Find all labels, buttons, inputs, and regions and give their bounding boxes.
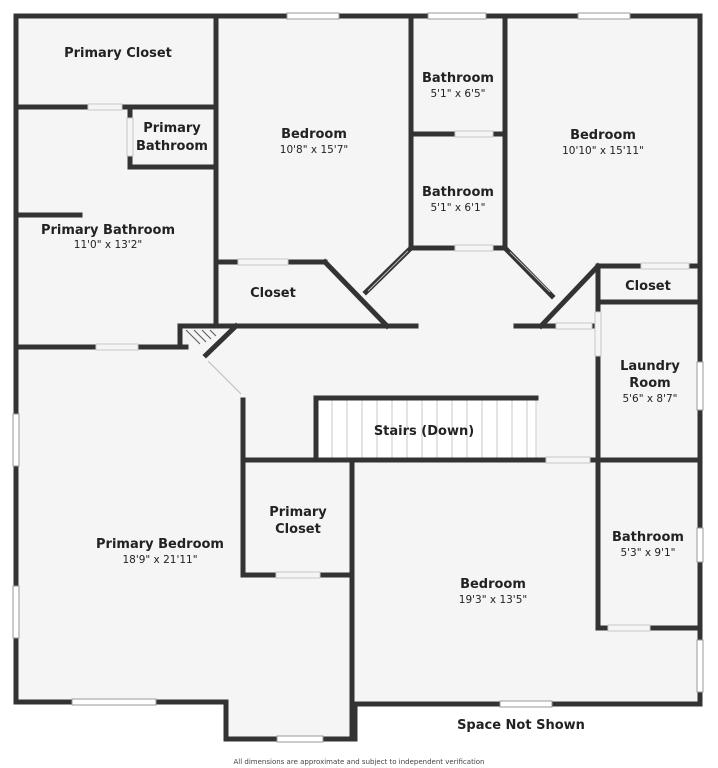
- room-dims-primary-bathroom: 11'0" x 13'2": [74, 239, 142, 251]
- room-label-bathroom-mid: Bathroom: [422, 185, 494, 200]
- disclaimer-text: All dimensions are approximate and subje…: [234, 758, 485, 766]
- room-dims-bedroom-top-right: 10'10" x 15'11": [562, 145, 644, 157]
- room-label-bedroom-top-right: Bedroom: [570, 128, 636, 143]
- room-label-closet-right: Closet: [625, 279, 671, 294]
- room-label-laundry-2: Room: [629, 376, 670, 391]
- room-label-primary-bathroom-small-1: Primary: [143, 121, 201, 136]
- room-label-stairs: Stairs (Down): [374, 424, 474, 439]
- room-dims-bedroom-top-left: 10'8" x 15'7": [280, 144, 348, 156]
- room-label-bedroom-bottom: Bedroom: [460, 577, 526, 592]
- room-label-closet-left: Closet: [250, 286, 296, 301]
- room-dims-laundry: 5'6" x 8'7": [622, 393, 677, 405]
- door-openings: [87, 103, 690, 632]
- room-dims-bathroom-mid: 5'1" x 6'1": [430, 202, 485, 214]
- stairs-area: [315, 397, 537, 461]
- room-label-primary-closet-mid-2: Closet: [275, 522, 321, 537]
- room-dims-bedroom-bottom: 19'3" x 13'5": [459, 594, 527, 606]
- room-label-bathroom-bottom: Bathroom: [612, 530, 684, 545]
- room-label-laundry-1: Laundry: [620, 359, 680, 374]
- door-swings: [207, 250, 551, 395]
- floor-area: [16, 16, 700, 739]
- room-label-primary-bedroom: Primary Bedroom: [96, 537, 224, 552]
- walls: [13, 13, 703, 742]
- space-not-shown-note: Space Not Shown: [457, 718, 585, 733]
- room-dims-primary-bedroom: 18'9" x 21'11": [122, 554, 197, 566]
- stair-treads: [331, 398, 528, 460]
- room-dims-bathroom-top: 5'1" x 6'5": [430, 88, 485, 100]
- room-dims-bathroom-bottom: 5'3" x 9'1": [620, 547, 675, 559]
- duct-hatch: [185, 329, 217, 345]
- room-label-primary-closet-mid-1: Primary: [269, 505, 327, 520]
- room-label-primary-bathroom-small-2: Bathroom: [136, 139, 208, 154]
- room-label-primary-bathroom: Primary Bathroom: [41, 223, 175, 238]
- room-label-bedroom-top-left: Bedroom: [281, 127, 347, 142]
- windows: [12, 12, 704, 743]
- room-label-bathroom-top: Bathroom: [422, 71, 494, 86]
- room-label-primary-closet-top: Primary Closet: [64, 46, 172, 61]
